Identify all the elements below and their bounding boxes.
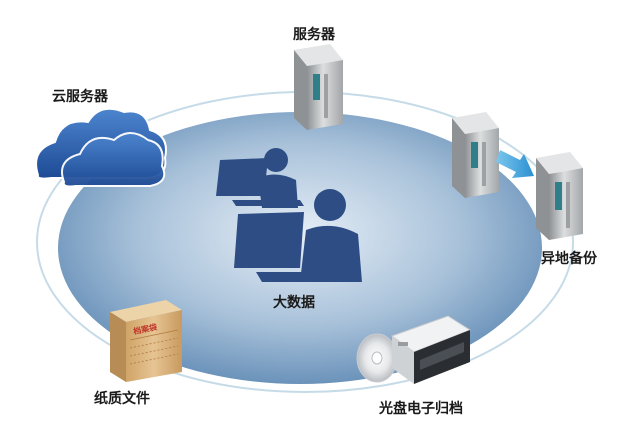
- backup-arrow-icon: [496, 150, 534, 178]
- label-server: 服务器: [293, 27, 335, 43]
- server-icon-secondary: [452, 112, 499, 198]
- label-big-data: 大数据: [273, 295, 315, 311]
- people-icon: [216, 148, 362, 282]
- archive-box-icon: 档案袋: [110, 300, 182, 382]
- label-remote-backup: 异地备份: [541, 251, 597, 267]
- label-optical-archive: 光盘电子归档: [379, 401, 463, 417]
- disc-printer-icon: [356, 315, 472, 384]
- backup-server-icon: [536, 152, 583, 240]
- server-icon: [294, 44, 343, 130]
- label-cloud-server: 云服务器: [52, 89, 108, 105]
- label-paper-files: 纸质文件: [94, 391, 150, 407]
- archive-box-label: 档案袋: [132, 322, 158, 337]
- cloud-icon: [35, 107, 167, 188]
